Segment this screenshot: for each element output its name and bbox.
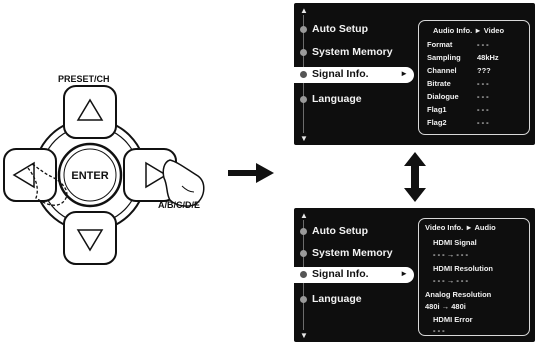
remote-dpad-drawing bbox=[3, 85, 205, 265]
menu-item-label: Auto Setup bbox=[312, 225, 368, 237]
menu-item-label: System Memory bbox=[312, 247, 393, 259]
bullet-icon bbox=[300, 228, 307, 235]
info-value: - - - bbox=[477, 118, 489, 127]
info-label: Dialogue bbox=[427, 92, 459, 101]
menu-item-language[interactable]: Language bbox=[294, 92, 412, 108]
bullet-icon bbox=[300, 96, 307, 103]
menu-item-label: Auto Setup bbox=[312, 23, 368, 35]
info-row-dialogue: Dialogue - - - bbox=[427, 92, 489, 101]
scroll-down-icon: ▼ bbox=[300, 331, 308, 340]
info-value: - - - bbox=[477, 105, 489, 114]
abcde-label: A/B/C/D/E bbox=[158, 200, 201, 210]
video-info-panel: Video Info. ► Audio HDMI Signal - - - → … bbox=[418, 218, 530, 336]
info-value: - - - bbox=[477, 79, 489, 88]
down-button[interactable] bbox=[63, 211, 117, 265]
scroll-up-icon: ▲ bbox=[300, 6, 308, 15]
analog-resolution-value: 480i → 480i bbox=[425, 302, 466, 311]
finger-pressing-icon bbox=[162, 159, 205, 207]
info-value: - - - bbox=[477, 92, 489, 101]
hdmi-signal-label: HDMI Signal bbox=[433, 238, 477, 247]
up-button[interactable] bbox=[63, 85, 117, 139]
menu-item-system-memory[interactable]: System Memory bbox=[294, 45, 412, 61]
menu-item-label: Signal Info. bbox=[312, 268, 369, 280]
info-row-bitrate: Bitrate - - - bbox=[427, 79, 489, 88]
enter-button[interactable] bbox=[57, 142, 123, 208]
info-row-channel: Channel ??? bbox=[427, 66, 491, 75]
bullet-icon bbox=[300, 26, 307, 33]
bullet-icon bbox=[300, 49, 307, 56]
info-label: Format bbox=[427, 40, 453, 49]
menu-item-language[interactable]: Language bbox=[294, 292, 412, 308]
info-label: Flag2 bbox=[427, 118, 447, 127]
remote-control-illustration: PRESET/CH bbox=[0, 0, 230, 343]
info-row-flag1: Flag1 - - - bbox=[427, 105, 489, 114]
bullet-icon bbox=[300, 271, 307, 278]
menu-item-system-memory[interactable]: System Memory bbox=[294, 246, 412, 262]
right-button[interactable] bbox=[123, 148, 177, 202]
info-label: Flag1 bbox=[427, 105, 447, 114]
bullet-icon bbox=[300, 296, 307, 303]
info-value: 48kHz bbox=[477, 53, 499, 62]
audio-info-panel: Audio Info. ► Video Format - - - Samplin… bbox=[418, 20, 530, 135]
up-down-arrow-icon bbox=[404, 152, 426, 202]
menu-item-label: Language bbox=[312, 93, 362, 105]
enter-label: ENTER bbox=[71, 170, 108, 182]
analog-resolution-label: Analog Resolution bbox=[425, 290, 492, 299]
menu-item-label: Language bbox=[312, 293, 362, 305]
menu-item-auto-setup[interactable]: Auto Setup bbox=[294, 224, 412, 240]
bullet-icon bbox=[300, 71, 307, 78]
menu-item-signal-info[interactable]: Signal Info. ► bbox=[294, 67, 414, 83]
info-label: Bitrate bbox=[427, 79, 451, 88]
hdmi-error-label: HDMI Error bbox=[433, 315, 473, 324]
right-arrow-icon bbox=[228, 163, 274, 183]
finger-dashed-icon bbox=[27, 163, 68, 206]
info-value: - - - bbox=[477, 40, 489, 49]
info-label: Channel bbox=[427, 66, 457, 75]
osd-screen-audio-info: ▲ ▼ Auto Setup System Memory Signal Info… bbox=[294, 3, 535, 145]
scroll-down-icon: ▼ bbox=[300, 134, 308, 143]
info-label: Sampling bbox=[427, 53, 461, 62]
info-value: ??? bbox=[477, 66, 491, 75]
info-row-format: Format - - - bbox=[427, 40, 489, 49]
menu-item-signal-info[interactable]: Signal Info. ► bbox=[294, 267, 414, 283]
info-row-flag2: Flag2 - - - bbox=[427, 118, 489, 127]
hdmi-error-value: - - - bbox=[433, 326, 445, 335]
panel-title: Video Info. ► Audio bbox=[425, 223, 496, 232]
menu-item-label: Signal Info. bbox=[312, 68, 369, 80]
info-row-sampling: Sampling 48kHz bbox=[427, 53, 499, 62]
preset-ch-label: PRESET/CH bbox=[58, 74, 110, 84]
selected-arrow-icon: ► bbox=[400, 69, 408, 78]
hdmi-resolution-value: - - - → - - - bbox=[433, 276, 468, 285]
hdmi-signal-value: - - - → - - - bbox=[433, 250, 468, 259]
hdmi-resolution-label: HDMI Resolution bbox=[433, 264, 493, 273]
menu-item-label: System Memory bbox=[312, 46, 393, 58]
enter-label-layer: ENTER bbox=[71, 170, 108, 182]
scroll-up-icon: ▲ bbox=[300, 211, 308, 220]
selected-arrow-icon: ► bbox=[400, 269, 408, 278]
left-button[interactable] bbox=[3, 148, 57, 202]
menu-item-auto-setup[interactable]: Auto Setup bbox=[294, 22, 412, 38]
osd-screen-video-info: ▲ ▼ Auto Setup System Memory Signal Info… bbox=[294, 208, 535, 342]
panel-title: Audio Info. ► Video bbox=[433, 26, 505, 35]
bullet-icon bbox=[300, 250, 307, 257]
